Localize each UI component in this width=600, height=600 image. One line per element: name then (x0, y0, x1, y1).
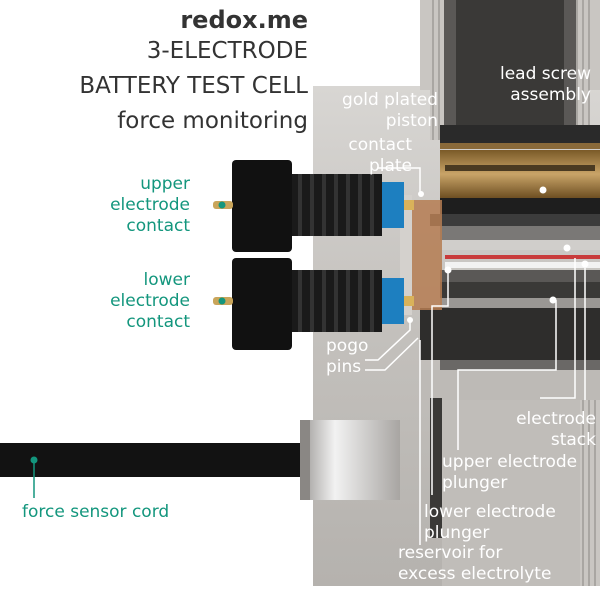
contact-plate (412, 200, 442, 310)
label-upper-plunger: upper electrode plunger (442, 452, 577, 494)
label-line: plate (368, 156, 412, 176)
lower-pogo-tip (404, 296, 414, 306)
brand-logo: redox.me (180, 6, 308, 34)
cord-fitting (300, 420, 400, 500)
label-reservoir: reservoir for excess electrolyte (398, 543, 551, 585)
label-line: contact (126, 216, 190, 236)
brand-text: redox.me (180, 6, 308, 34)
force-sensor-cord (0, 443, 300, 477)
label-force-sensor-cord: force sensor cord (22, 502, 170, 522)
label-lead-screw: lead screw assembly (500, 64, 591, 106)
label-lower-plunger: lower electrode plunger (424, 502, 556, 544)
lower-connector-head (232, 258, 292, 350)
piston-band (445, 165, 595, 171)
label-line: electrode (516, 409, 596, 429)
upper-pogo-pin (382, 182, 404, 228)
green-markers (30, 201, 226, 464)
stack-layer-2 (440, 226, 600, 240)
label-upper-electrode-contact: upper electrode contact (110, 174, 190, 237)
stack-layer-1 (430, 214, 600, 226)
label-line: pogo (326, 336, 369, 356)
label-line: pins (326, 357, 362, 377)
callout-dots (407, 186, 589, 323)
lower-plunger-block (420, 308, 600, 360)
lower-connector-ridges (298, 270, 374, 332)
label-line: gold plated (342, 90, 438, 110)
label-line: plunger (442, 473, 508, 493)
label-line: stack (550, 430, 596, 450)
piston-ring (440, 143, 600, 149)
lower-body-face (442, 400, 600, 586)
label-line: upper (140, 174, 190, 194)
stack-layer-5 (440, 282, 600, 298)
cord-fitting-seam (300, 420, 310, 500)
upper-pogo-tip (404, 200, 414, 210)
label-line: electrode (110, 291, 190, 311)
label-line: contact (126, 312, 190, 332)
callout-lines (365, 167, 586, 545)
label-line: lower (143, 270, 190, 290)
stack-layer-4 (440, 270, 600, 282)
piston-base (440, 198, 600, 214)
reservoir-wall (420, 370, 600, 400)
lower-screw-thread (580, 400, 600, 586)
label-electrode-stack: electrode stack (506, 409, 596, 451)
piston-cap (440, 125, 600, 143)
label-gold-piston: gold plated piston (342, 90, 438, 132)
label-line: piston (385, 111, 438, 131)
upper-connector-ridges (298, 174, 374, 236)
label-lower-electrode-contact: lower electrode contact (110, 270, 190, 333)
label-line: assembly (510, 85, 591, 105)
lower-plunger-rim (440, 360, 600, 370)
label-line: lower electrode (424, 502, 556, 522)
label-line: excess electrolyte (398, 564, 552, 584)
label-contact-plate: contact plate (336, 135, 412, 177)
stack-white-separator (445, 262, 600, 268)
label-line: electrode (110, 195, 190, 215)
label-line: upper electrode (442, 452, 578, 472)
label-line: contact (348, 135, 412, 155)
stack-red-separator (445, 255, 600, 259)
lead-screw-thread-right (576, 0, 590, 140)
lower-pogo-pin (382, 278, 404, 324)
label-line: reservoir for (398, 543, 503, 563)
reservoir-channel (430, 398, 442, 538)
lead-screw-thread-left (430, 0, 444, 140)
lead-screw-core (456, 0, 564, 125)
gold-piston (440, 150, 600, 198)
page-subtitle: force monitoring (117, 108, 308, 134)
page-title-line2: BATTERY TEST CELL (79, 73, 308, 99)
label-line: plunger (424, 523, 490, 543)
stack-layer-6 (440, 298, 600, 308)
page-title-line1: 3-ELECTRODE (146, 38, 308, 64)
stack-layer-3 (440, 240, 600, 250)
label-line: lead screw (500, 64, 591, 84)
upper-connector-head (232, 160, 292, 252)
label-pogo-pins: pogo pins (326, 336, 368, 378)
